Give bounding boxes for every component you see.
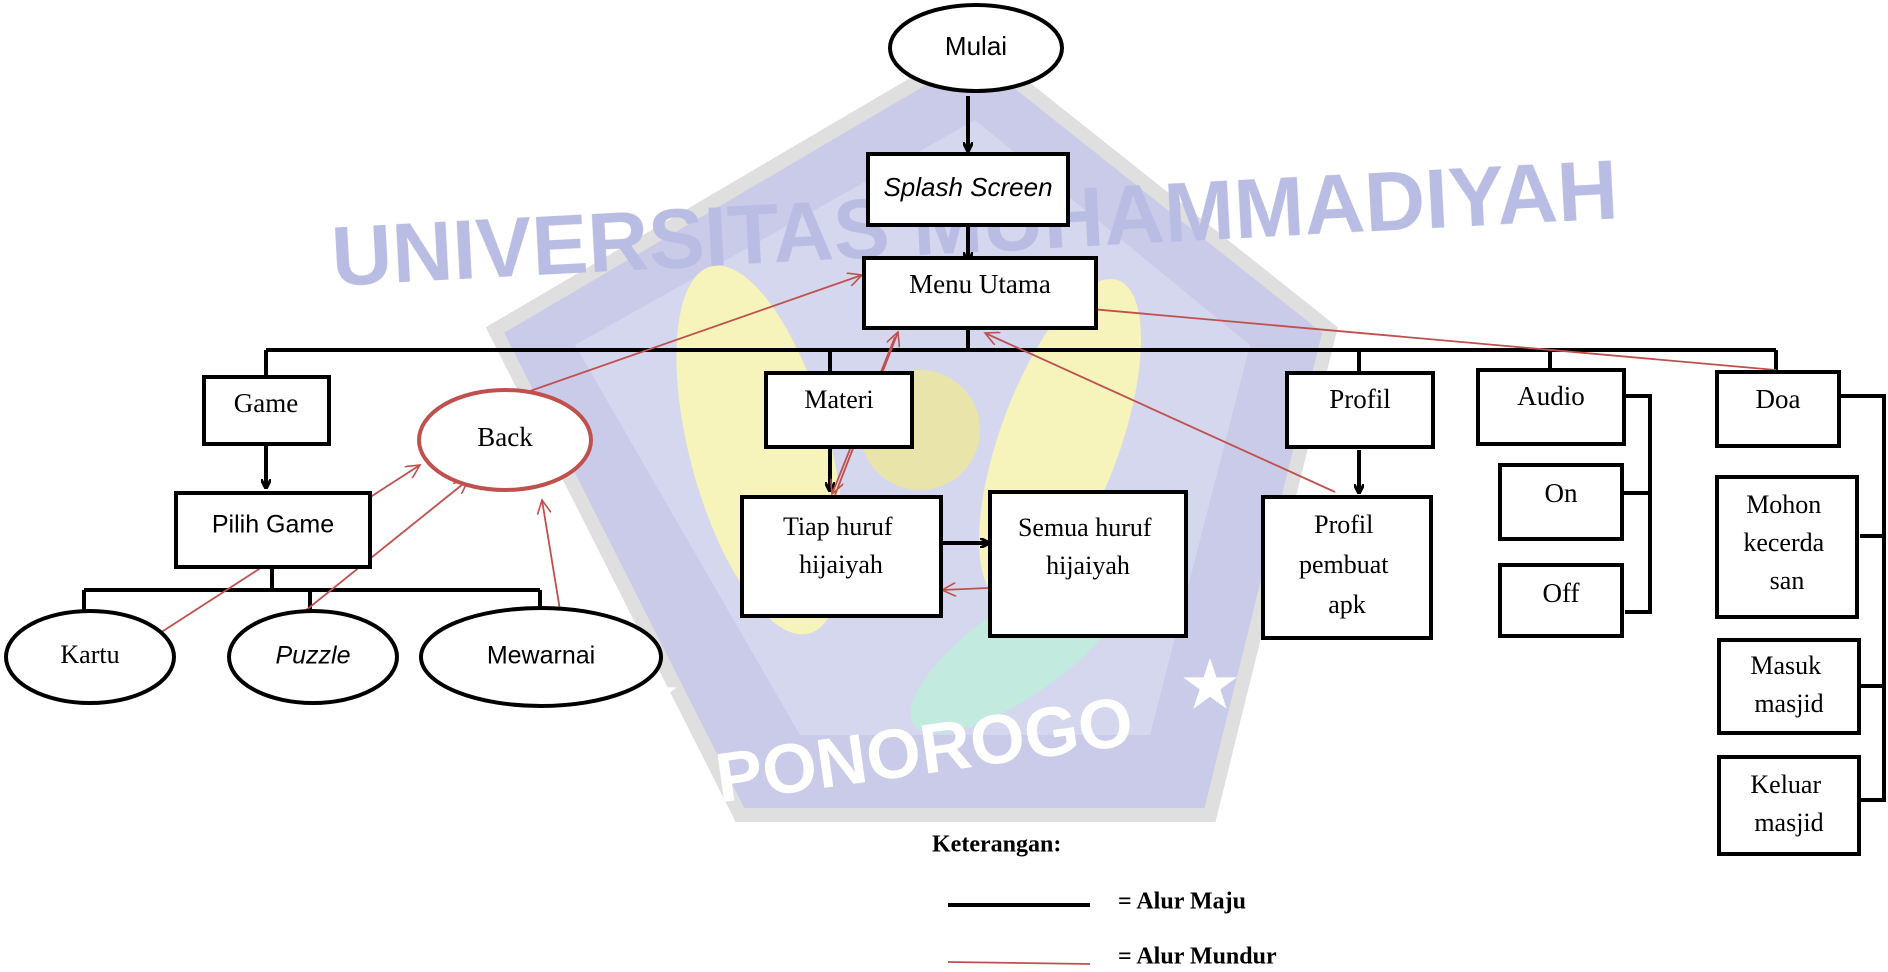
back-mewarnai xyxy=(542,500,561,611)
back-doa-to-menu xyxy=(990,300,1777,371)
node-profil-pembuat-line2: pembuat xyxy=(1299,550,1389,579)
svg-text:Tiap huruf hijaiyah: Tiap huruf hijaiyah xyxy=(783,512,899,579)
node-masuk-line1: Masuk xyxy=(1750,651,1821,680)
logo-star-right: ★ xyxy=(1179,645,1242,723)
node-profil-pembuat[interactable]: Profil pembuat apk xyxy=(1261,495,1433,640)
node-mewarnai[interactable]: Mewarnai xyxy=(419,606,663,708)
node-splash-screen[interactable]: Splash Screen xyxy=(866,152,1070,227)
node-pilih-game-label: Pilih Game xyxy=(212,511,334,539)
flow-nodes: Mulai Splash Screen Menu Utama Game Back… xyxy=(4,3,1861,856)
node-on-label: On xyxy=(1545,478,1578,508)
back-to-menu-from-back xyxy=(509,275,862,399)
node-game-label: Game xyxy=(234,388,298,418)
node-keluar-masjid[interactable]: Keluar masjid xyxy=(1717,755,1861,856)
node-audio[interactable]: Audio xyxy=(1476,368,1626,446)
node-on[interactable]: On xyxy=(1498,463,1624,541)
node-audio-label: Audio xyxy=(1517,381,1585,411)
legend-title: Keterangan: xyxy=(932,832,1061,858)
node-materi[interactable]: Materi xyxy=(764,371,914,449)
node-masuk-line2: masjid xyxy=(1754,689,1823,718)
node-semua-huruf-line1: Semua huruf xyxy=(1018,513,1152,542)
legend-back-line xyxy=(947,961,1091,965)
node-mohon-kecerdasan[interactable]: Mohon kecerda san xyxy=(1715,475,1859,619)
legend-forward-label: = Alur Maju xyxy=(1118,889,1246,915)
node-off[interactable]: Off xyxy=(1498,563,1624,638)
legend: Keterangan: = Alur Maju = Alur Mundur xyxy=(932,832,1277,970)
node-tiap-huruf-line1: Tiap huruf xyxy=(783,512,893,541)
node-doa[interactable]: Doa xyxy=(1715,370,1841,448)
svg-text:Semua huruf hijaiyah: Semua huruf hijaiyah xyxy=(1018,513,1158,580)
node-mohon-line1: Mohon xyxy=(1746,490,1821,519)
node-mohon-line2: kecerda xyxy=(1743,528,1824,557)
node-back-label: Back xyxy=(477,422,533,452)
svg-text:Mohon kecerda: Mohon kecerda san xyxy=(1743,490,1830,595)
node-profil-pembuat-line1: Profil xyxy=(1314,510,1373,539)
bracket-audio xyxy=(1624,394,1652,614)
node-doa-label: Doa xyxy=(1756,384,1801,414)
node-kartu[interactable]: Kartu xyxy=(4,609,176,705)
svg-text:Masuk masjid: Masuk masjid xyxy=(1750,651,1827,718)
back-semua-to-tiap xyxy=(942,588,989,590)
node-puzzle-label: Puzzle xyxy=(275,642,350,670)
back-puzzle xyxy=(299,480,468,616)
node-mulai-label: Mulai xyxy=(945,31,1007,61)
node-semua-huruf-line2: hijaiyah xyxy=(1046,551,1130,580)
node-puzzle[interactable]: Puzzle xyxy=(227,609,399,705)
node-masuk-masjid[interactable]: Masuk masjid xyxy=(1717,638,1861,735)
node-tiap-huruf-line2: hijaiyah xyxy=(799,550,883,579)
node-mohon-line3: san xyxy=(1770,566,1805,595)
bracket-doa xyxy=(1838,394,1886,802)
node-profil[interactable]: Profil xyxy=(1285,371,1435,449)
svg-text:Profil pembuat: Profil pembuat apk xyxy=(1299,510,1395,619)
node-keluar-line2: masjid xyxy=(1754,808,1823,837)
node-splash-label: Splash Screen xyxy=(883,172,1052,202)
node-mulai[interactable]: Mulai xyxy=(888,3,1064,93)
node-menu-utama[interactable]: Menu Utama xyxy=(862,256,1098,330)
node-back[interactable]: Back xyxy=(417,388,593,492)
legend-back-label: = Alur Mundur xyxy=(1118,944,1277,970)
back-pembuat-to-menu xyxy=(985,333,1336,493)
node-mewarnai-label: Mewarnai xyxy=(487,642,595,670)
node-profil-label: Profil xyxy=(1329,384,1391,414)
node-profil-pembuat-line3: apk xyxy=(1328,590,1366,619)
node-pilih-game[interactable]: Pilih Game xyxy=(174,491,372,569)
node-semua-huruf[interactable]: Semua huruf hijaiyah xyxy=(988,490,1188,638)
node-game[interactable]: Game xyxy=(202,375,331,446)
node-tiap-huruf[interactable]: Tiap huruf hijaiyah xyxy=(740,495,943,618)
svg-text:Keluar masjid: Keluar masjid xyxy=(1750,770,1827,837)
node-keluar-line1: Keluar xyxy=(1750,770,1821,799)
node-off-label: Off xyxy=(1543,578,1580,608)
node-materi-label: Materi xyxy=(804,385,873,414)
node-menu-utama-label: Menu Utama xyxy=(909,269,1051,299)
node-kartu-label: Kartu xyxy=(60,640,119,669)
